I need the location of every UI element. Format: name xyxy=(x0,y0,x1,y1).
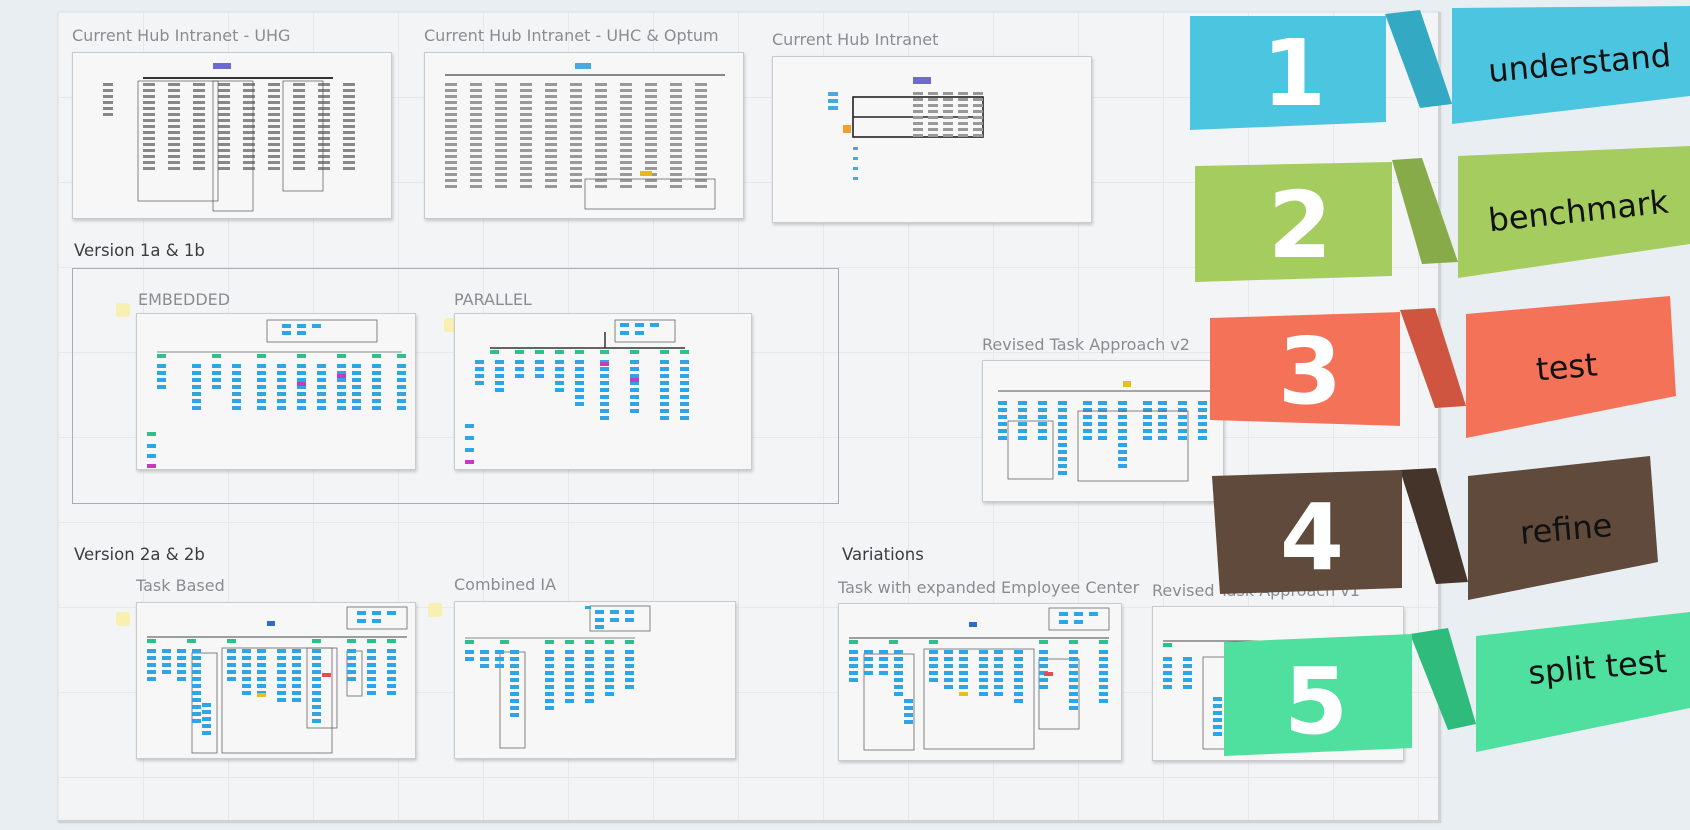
sitemap-card-task-based[interactable] xyxy=(136,602,416,759)
step-ribbon-5: 5 split test xyxy=(1190,612,1690,762)
sitemap-thumbnail xyxy=(849,607,1110,751)
group-version-1[interactable] xyxy=(72,268,839,504)
label-embedded: EMBEDDED xyxy=(138,290,231,309)
ribbon-shape xyxy=(1195,146,1690,282)
sitemap-card-combined-ia[interactable] xyxy=(454,601,736,759)
step-ribbon-1: 1 understand xyxy=(1190,6,1690,136)
step-number-5: 5 xyxy=(1284,648,1349,755)
step-label-3: test xyxy=(1534,345,1599,389)
label-version-1: Version 1a & 1b xyxy=(74,241,205,260)
label-variations: Variations xyxy=(842,545,924,564)
step-ribbon-4: 4 refine xyxy=(1190,452,1690,602)
step-ribbon-2: 2 benchmark xyxy=(1190,146,1690,286)
step-number-3: 3 xyxy=(1278,318,1343,425)
sitemap-card-revised-v2[interactable] xyxy=(982,360,1224,502)
sitemap-thumbnail xyxy=(465,319,689,464)
step-number-1: 1 xyxy=(1262,20,1327,127)
sitemap-thumbnail xyxy=(147,606,408,754)
sitemap-card-task-expanded[interactable] xyxy=(838,603,1122,761)
sitemap-card-embedded[interactable] xyxy=(136,313,416,470)
label-revised-v2: Revised Task Approach v2 xyxy=(982,335,1190,354)
sticky-note[interactable] xyxy=(116,612,130,626)
step-number-4: 4 xyxy=(1280,484,1345,591)
sitemap-card-uhg[interactable] xyxy=(72,52,392,219)
whiteboard-canvas[interactable]: Current Hub Intranet - UHG Current Hub I… xyxy=(58,12,1441,823)
label-parallel: PARALLEL xyxy=(454,290,532,309)
step-ribbon-3: 3 test xyxy=(1190,296,1690,446)
ribbon-shape xyxy=(1210,296,1676,438)
step-label-4: refine xyxy=(1518,506,1614,552)
sticky-note[interactable] xyxy=(116,303,130,317)
label-combined-ia: Combined IA xyxy=(454,575,557,594)
sitemap-thumbnail xyxy=(103,63,355,212)
sitemap-thumbnail xyxy=(465,605,651,749)
sitemap-card-parallel[interactable] xyxy=(454,313,752,470)
ribbon-shape xyxy=(1212,456,1658,600)
sitemap-card-hub[interactable] xyxy=(772,56,1092,223)
ribbon-shape xyxy=(1190,6,1690,130)
sticky-note[interactable] xyxy=(428,603,442,617)
sitemap-thumbnail xyxy=(147,319,406,468)
label-version-2: Version 2a & 2b xyxy=(74,545,205,564)
label-current-uhg: Current Hub Intranet - UHG xyxy=(72,26,291,45)
label-current-hub: Current Hub Intranet xyxy=(772,30,939,49)
sitemap-card-uhc[interactable] xyxy=(424,52,744,219)
ribbon-shape xyxy=(1224,612,1690,756)
label-current-uhc: Current Hub Intranet - UHC & Optum xyxy=(424,26,719,45)
sitemap-thumbnail xyxy=(445,63,725,210)
label-task-based: Task Based xyxy=(136,576,225,595)
step-number-2: 2 xyxy=(1268,172,1333,279)
sitemap-thumbnail xyxy=(998,381,1213,482)
label-task-expanded: Task with expanded Employee Center xyxy=(838,578,1140,597)
sitemap-thumbnail xyxy=(828,77,984,180)
